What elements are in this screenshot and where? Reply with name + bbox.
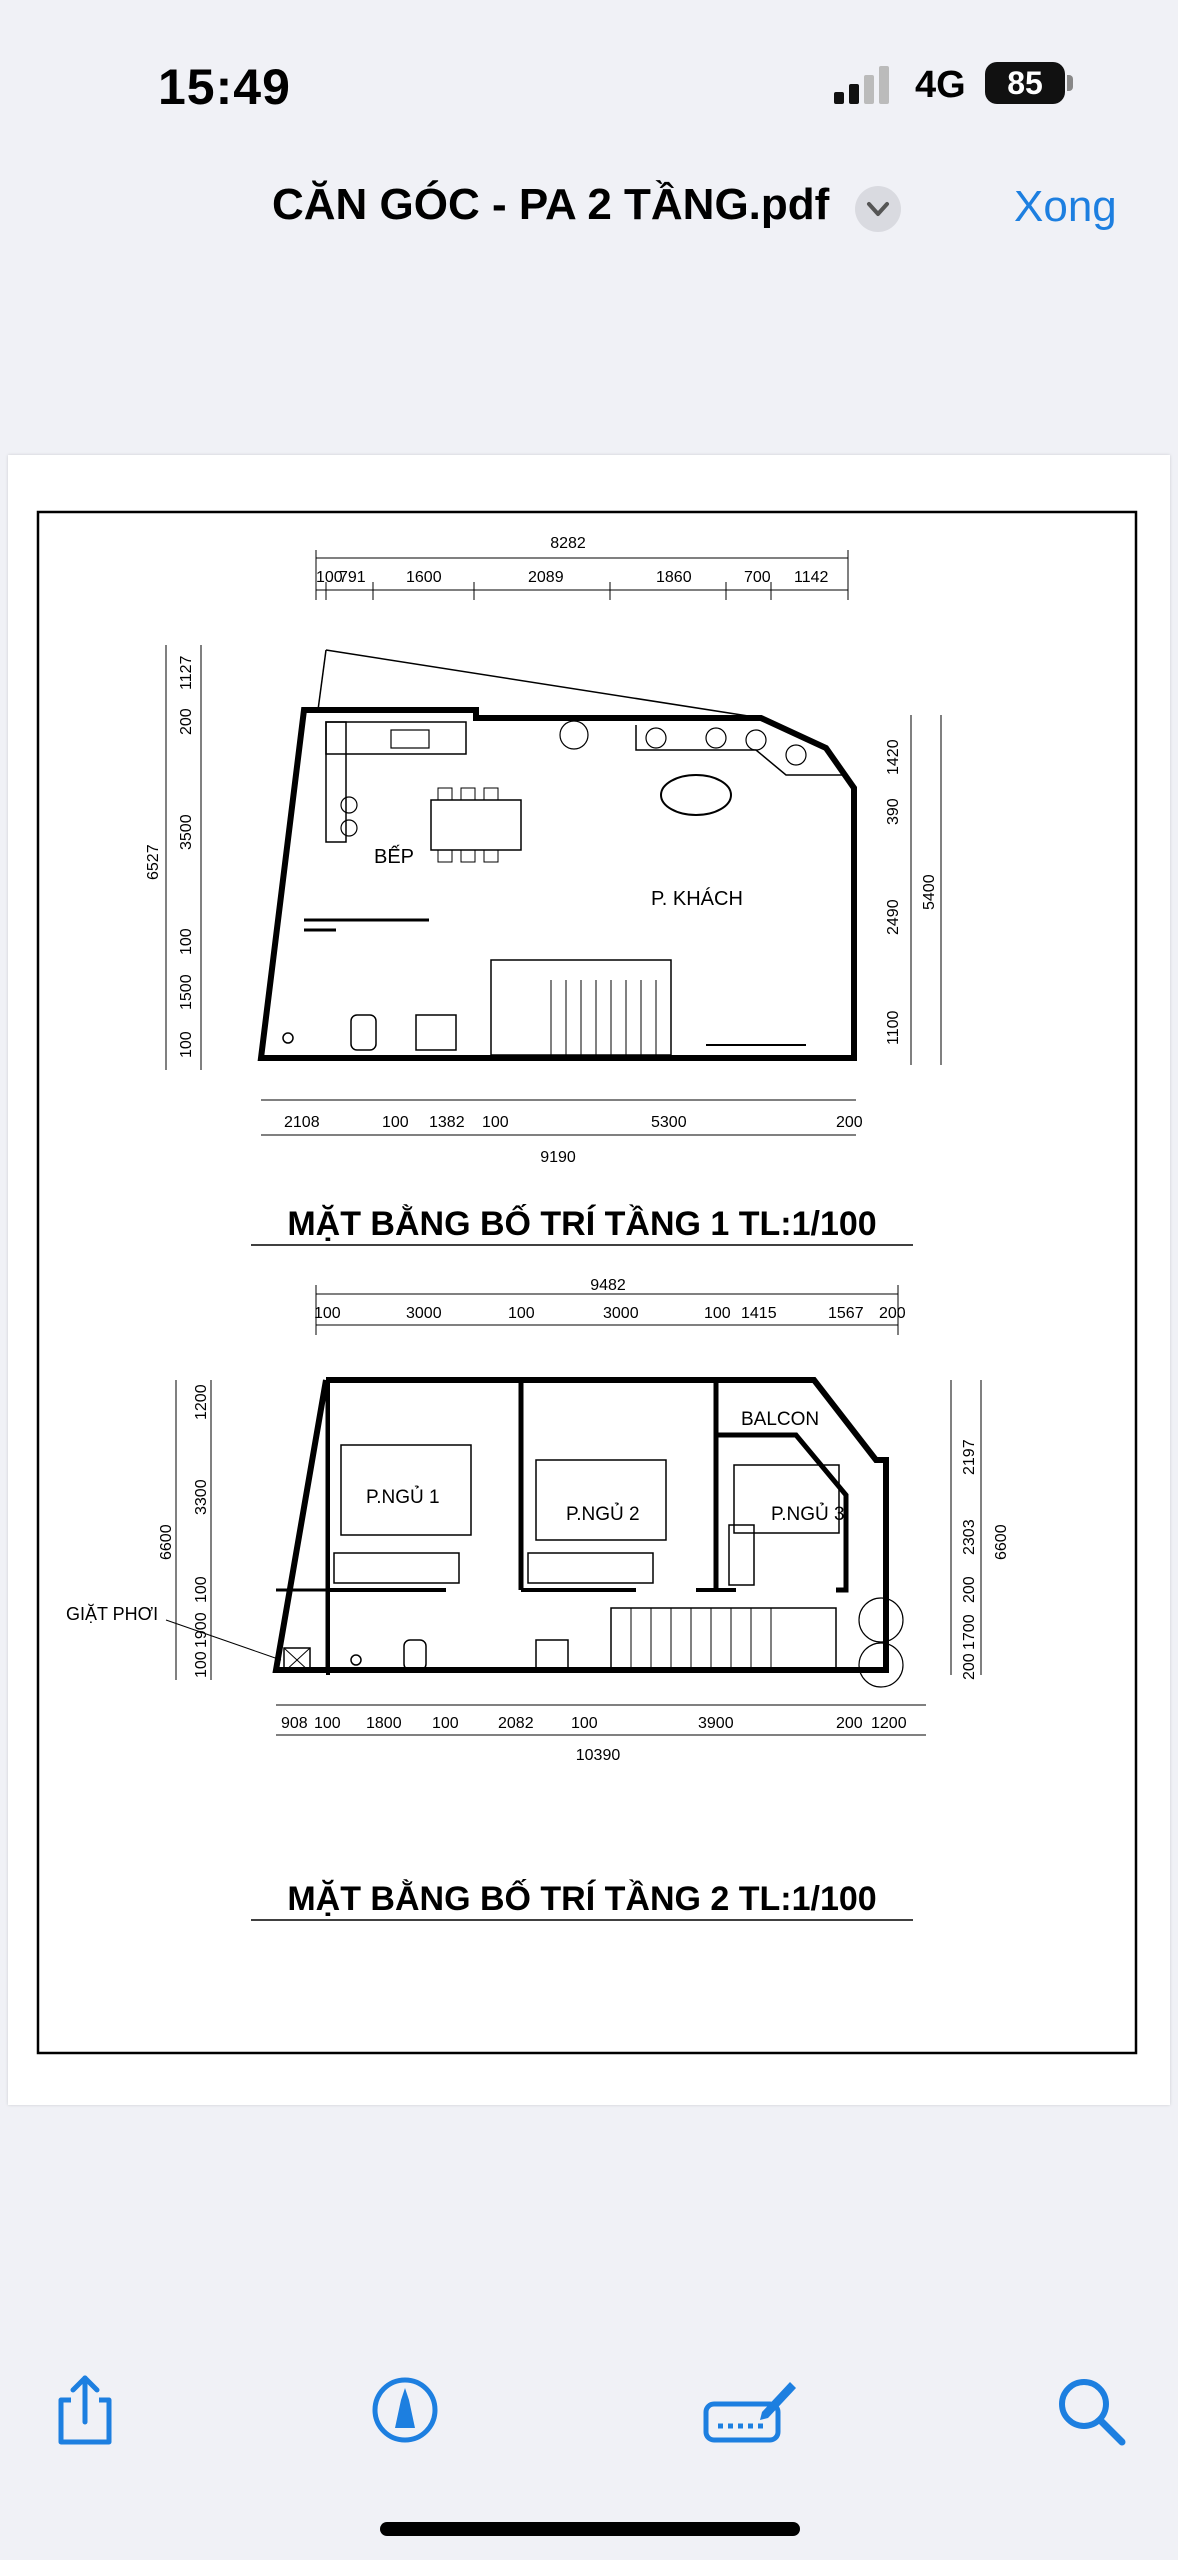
plan2-dim: 1200 bbox=[193, 1384, 210, 1420]
plan-1-dimensions: 8282 100 791 1600 2089 1860 700 1142 210… bbox=[145, 535, 938, 1166]
plan2-dim: 2082 bbox=[498, 1715, 534, 1732]
plan2-dim: 3000 bbox=[406, 1305, 442, 1322]
chevron-down-icon bbox=[867, 202, 889, 216]
plan1-dim: 2490 bbox=[885, 899, 902, 935]
plan2-dim: 3000 bbox=[603, 1305, 639, 1322]
plan1-dim: 1382 bbox=[429, 1114, 465, 1131]
plan2-dim: 100 bbox=[193, 1576, 210, 1603]
plan1-dim: 1600 bbox=[406, 569, 442, 586]
plan-1 bbox=[165, 550, 942, 1136]
room-label-bed2: P.NGỦ 2 bbox=[566, 1503, 640, 1525]
plan2-dim: 908 bbox=[281, 1715, 308, 1732]
plan2-dim: 3300 bbox=[193, 1479, 210, 1515]
plan1-title: MẶT BẰNG BỐ TRÍ TẦNG 1 TL:1/100 bbox=[287, 1204, 876, 1243]
plan2-dim: 100 bbox=[704, 1305, 731, 1322]
plan2-dim: 100 bbox=[193, 1651, 210, 1678]
status-bar: 15:49 4G 85 bbox=[0, 0, 1178, 170]
plan1-dim: 1127 bbox=[178, 655, 195, 690]
status-time: 15:49 bbox=[158, 59, 291, 115]
done-button[interactable]: Xong bbox=[1014, 182, 1117, 231]
plan1-dim: 200 bbox=[178, 708, 195, 735]
bottom-toolbar bbox=[0, 2350, 1178, 2470]
plan-2-dimensions: 9482 100 3000 100 3000 100 1415 1567 200… bbox=[158, 1277, 1010, 1764]
room-label-balcony: BALCON bbox=[741, 1409, 819, 1430]
plan-2 bbox=[165, 1285, 982, 1736]
plan2-title: MẶT BẰNG BỐ TRÍ TẦNG 2 TL:1/100 bbox=[287, 1879, 876, 1918]
plan1-dim: 5300 bbox=[651, 1114, 687, 1131]
floor-plan-drawing: 8282 100 791 1600 2089 1860 700 1142 210… bbox=[36, 510, 1138, 2055]
plan1-dim: 1860 bbox=[656, 569, 692, 586]
network-type: 4G bbox=[915, 64, 966, 106]
plan2-dim: 200 bbox=[836, 1715, 863, 1732]
plan1-top-total: 8282 bbox=[550, 535, 586, 552]
plan1-dim: 390 bbox=[885, 798, 902, 825]
plan1-dim: 1100 bbox=[885, 1010, 902, 1045]
plan1-dim: 2108 bbox=[284, 1114, 320, 1131]
plan2-dim: 2197 bbox=[961, 1439, 978, 1475]
room-label-living: P. KHÁCH bbox=[651, 887, 743, 910]
plan1-dim: 700 bbox=[744, 569, 771, 586]
plan1-dim: 2089 bbox=[528, 569, 564, 586]
plan2-dim: 100 bbox=[314, 1305, 341, 1322]
signal-icon bbox=[834, 66, 889, 104]
plan2-dim: 100 bbox=[571, 1715, 598, 1732]
plan2-right-total: 6600 bbox=[993, 1524, 1010, 1560]
battery-cap bbox=[1067, 75, 1073, 91]
plan2-bottom-total: 10390 bbox=[576, 1747, 621, 1764]
plan1-dim: 1420 bbox=[885, 739, 902, 775]
plan1-bottom-total: 9190 bbox=[540, 1149, 576, 1166]
plan2-dim: 1900 bbox=[193, 1612, 210, 1648]
plan2-dim: 1700 bbox=[961, 1614, 978, 1650]
plan1-dim: 3500 bbox=[178, 814, 195, 850]
plan1-dim: 791 bbox=[339, 569, 366, 586]
markup-icon[interactable] bbox=[365, 2370, 445, 2450]
plan1-right-total: 5400 bbox=[921, 874, 938, 910]
document-title[interactable]: CĂN GÓC - PA 2 TẦNG.pdf bbox=[272, 180, 830, 229]
plan1-dim: 100 bbox=[178, 1031, 195, 1058]
plan2-dim: 200 bbox=[961, 1653, 978, 1680]
plan1-left-total: 6527 bbox=[145, 844, 162, 880]
plan1-dim: 100 bbox=[382, 1114, 409, 1131]
plan2-left-total: 6600 bbox=[158, 1524, 175, 1560]
plan2-dim: 200 bbox=[961, 1576, 978, 1603]
room-label-bed3: P.NGỦ 3 bbox=[771, 1503, 845, 1525]
search-icon[interactable] bbox=[1050, 2370, 1130, 2450]
home-indicator[interactable] bbox=[380, 2522, 800, 2536]
plan1-dim: 1500 bbox=[178, 974, 195, 1010]
plan2-dim: 3900 bbox=[698, 1715, 734, 1732]
plan2-dim: 100 bbox=[314, 1715, 341, 1732]
room-label-kitchen: BẾP bbox=[374, 845, 414, 868]
plan2-top-total: 9482 bbox=[590, 1277, 626, 1294]
battery-icon: 85 bbox=[985, 62, 1065, 104]
plan1-dim: 100 bbox=[316, 569, 343, 586]
plan2-dim: 1415 bbox=[741, 1305, 777, 1322]
plan1-dim: 100 bbox=[178, 928, 195, 955]
room-label-laundry: GIẶT PHƠI bbox=[66, 1604, 158, 1624]
plan1-dim: 200 bbox=[836, 1114, 863, 1131]
plan2-dim: 1800 bbox=[366, 1715, 402, 1732]
title-menu-button[interactable] bbox=[855, 186, 901, 232]
plan2-dim: 200 bbox=[879, 1305, 906, 1322]
pdf-page[interactable]: 8282 100 791 1600 2089 1860 700 1142 210… bbox=[8, 455, 1170, 2105]
plan2-dim: 100 bbox=[432, 1715, 459, 1732]
plan2-dim: 100 bbox=[508, 1305, 535, 1322]
plan1-dim: 1142 bbox=[794, 569, 829, 586]
plan2-dim: 2303 bbox=[961, 1519, 978, 1555]
plan1-dim: 100 bbox=[482, 1114, 509, 1131]
plan2-dim: 1200 bbox=[871, 1715, 907, 1732]
share-icon[interactable] bbox=[45, 2370, 125, 2450]
plan2-dim: 1567 bbox=[828, 1305, 864, 1322]
signature-icon[interactable] bbox=[700, 2370, 800, 2450]
room-label-bed1: P.NGỦ 1 bbox=[366, 1486, 440, 1508]
